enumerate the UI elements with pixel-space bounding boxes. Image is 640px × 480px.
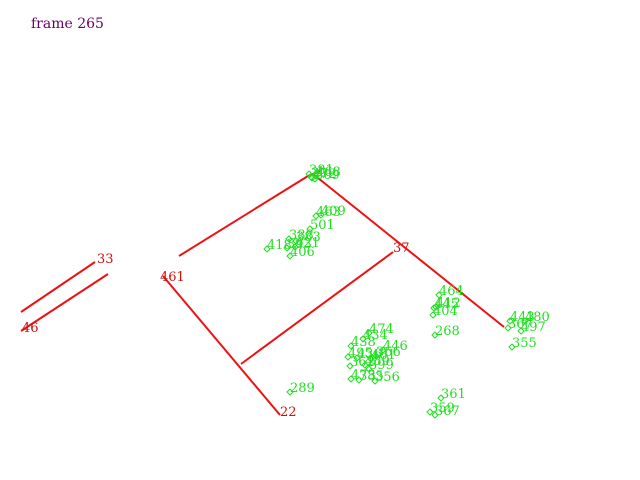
point-marker [292, 237, 300, 245]
point-label: 367 [435, 404, 460, 419]
point-label: 359 [430, 401, 455, 416]
segment-line [162, 275, 281, 416]
point-label: 412 [436, 296, 461, 311]
point-marker [431, 411, 439, 419]
point-label: 436 [357, 347, 382, 362]
point-marker [435, 291, 443, 299]
point-label: 497 [521, 320, 546, 335]
point-label: 268 [435, 324, 460, 339]
point-marker [437, 394, 445, 402]
point-marker [355, 376, 363, 384]
point-marker [429, 311, 437, 319]
point-label: 30 [311, 166, 328, 181]
point-marker [263, 245, 271, 253]
point-label: 383 [296, 230, 321, 245]
point-marker [311, 175, 319, 183]
point-label: 443 [510, 310, 535, 325]
point-label: 409 [321, 204, 346, 219]
point-label: 464 [439, 284, 464, 299]
point-marker [344, 353, 352, 361]
point-label: 438 [351, 335, 376, 350]
point-label: 381 [309, 163, 334, 178]
point-marker [308, 174, 316, 182]
point-label: 399 [369, 358, 394, 373]
point-label: 472 [312, 167, 337, 182]
segment-line [178, 175, 309, 257]
point-marker [346, 362, 354, 370]
point-marker [372, 352, 380, 360]
point-marker [286, 252, 294, 260]
point-label: 434 [363, 328, 388, 343]
point-label: 406 [290, 245, 315, 260]
segment-label: 461 [160, 270, 185, 285]
point-marker [285, 235, 293, 243]
point-marker [430, 304, 438, 312]
point-marker [517, 327, 525, 335]
point-label: 468 [316, 165, 341, 180]
point-label: 446 [383, 339, 408, 354]
point-marker [508, 343, 516, 351]
point-marker [305, 170, 313, 178]
point-marker [347, 342, 355, 350]
point-label: 356 [375, 370, 400, 385]
point-marker [359, 335, 367, 343]
point-marker [426, 408, 434, 416]
segment-line [20, 273, 109, 332]
point-marker [365, 365, 373, 373]
segment-label: 37 [393, 241, 410, 256]
point-label: 445 [434, 297, 459, 312]
point-marker [283, 244, 291, 252]
point-label: 461 [371, 348, 396, 363]
point-label: 501 [310, 218, 335, 233]
point-marker [506, 317, 514, 325]
point-label: 489 [365, 354, 390, 369]
point-label: 361 [441, 387, 466, 402]
point-marker [347, 375, 355, 383]
point-label: 474 [369, 322, 394, 337]
point-label: 404 [433, 304, 458, 319]
point-label: 367 [508, 317, 533, 332]
point-label: 355 [512, 336, 537, 351]
point-label: 385 [359, 369, 384, 384]
point-marker [504, 324, 512, 332]
frame-label: frame 265 [31, 16, 104, 32]
segment-line [312, 173, 505, 328]
segment-line [20, 261, 96, 313]
point-label: 309 [315, 168, 340, 183]
point-marker [291, 243, 299, 251]
point-marker [371, 377, 379, 385]
point-label: 421 [295, 236, 320, 251]
point-marker [306, 225, 314, 233]
point-marker [365, 329, 373, 337]
point-marker [431, 331, 439, 339]
point-marker [353, 354, 361, 362]
segment-label: 22 [280, 405, 297, 420]
point-label: 366 [376, 345, 401, 360]
point-marker [521, 317, 529, 325]
point-marker [361, 361, 369, 369]
point-label: 480 [525, 310, 550, 325]
point-marker [432, 303, 440, 311]
segments-layer: 33 46 461 22 37 [20, 170, 505, 420]
point-marker [379, 346, 387, 354]
point-marker [317, 211, 325, 219]
segment-label: 46 [22, 321, 39, 336]
segment-line [240, 251, 394, 365]
point-label: 289 [290, 381, 315, 396]
points-layer: 3046838147230946350140938838341839342140… [263, 163, 550, 419]
segment-label: 33 [97, 252, 114, 267]
point-marker [286, 388, 294, 396]
point-marker [367, 355, 375, 363]
